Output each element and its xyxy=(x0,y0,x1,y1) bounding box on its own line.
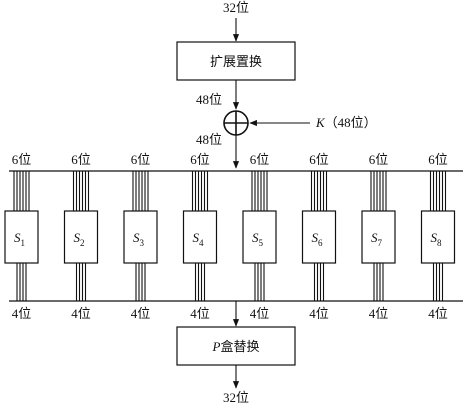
sbox-7: 6位 S7 4位 xyxy=(361,152,396,321)
sbox-3: 6位 S3 4位 xyxy=(123,152,158,321)
sbox-rect xyxy=(4,210,39,264)
sbox-name: S xyxy=(14,230,21,245)
sbox-rect xyxy=(123,210,158,264)
sbox-name: S xyxy=(252,230,259,245)
key-bits: （48位） xyxy=(325,115,377,130)
sbox-1: 6位 S1 4位 xyxy=(4,152,39,321)
bits-48-after-xor-label: 48位 xyxy=(196,132,222,147)
sbox-output-bits-label: 4位 xyxy=(428,306,448,321)
sbox-name: S xyxy=(133,230,140,245)
sbox-subscript: 5 xyxy=(259,238,264,248)
sbox-subscript: 2 xyxy=(80,238,85,248)
sbox-rect xyxy=(63,210,99,264)
sbox-output-bits-label: 4位 xyxy=(12,306,32,321)
sbox-name: S xyxy=(431,230,438,245)
sbox-rect xyxy=(361,210,396,264)
bits-48-before-xor-label: 48位 xyxy=(196,92,222,107)
sbox-5: 6位 S5 4位 xyxy=(242,152,277,321)
sbox-rect xyxy=(420,210,456,264)
xor-icon xyxy=(223,110,249,136)
p-box-rest: 盒替换 xyxy=(220,339,259,354)
sbox-label: S6 xyxy=(312,230,324,248)
sbox-name: S xyxy=(74,230,81,245)
sbox-input-bits-label: 6位 xyxy=(131,152,151,167)
key-variable: K xyxy=(315,115,326,130)
sbox-label: S8 xyxy=(431,230,443,248)
expansion-permutation-label: 扩展置换 xyxy=(210,54,262,69)
sbox-output-bits-label: 4位 xyxy=(250,306,270,321)
p-box-label: P盒替换 xyxy=(212,339,260,354)
sbox-name: S xyxy=(371,230,378,245)
sbox-name: S xyxy=(193,230,200,245)
sbox-name: S xyxy=(312,230,319,245)
input-bits-label: 32位 xyxy=(223,0,249,15)
sbox-subscript: 4 xyxy=(199,238,204,248)
sbox-input-bits-label: 6位 xyxy=(250,152,270,167)
sbox-label: S1 xyxy=(14,230,25,248)
sbox-output-bits-label: 4位 xyxy=(71,306,91,321)
sbox-label: S3 xyxy=(133,230,145,248)
sbox-label: S5 xyxy=(252,230,264,248)
sbox-output-bits-label: 4位 xyxy=(309,306,329,321)
sbox-6: 6位 S6 4位 xyxy=(301,152,337,321)
sbox-subscript: 8 xyxy=(437,238,442,248)
sbox-subscript: 3 xyxy=(140,238,145,248)
sbox-subscript: 1 xyxy=(21,238,26,248)
p-box xyxy=(176,326,296,366)
sbox-input-bits-label: 6位 xyxy=(309,152,329,167)
sbox-subscript: 6 xyxy=(318,238,323,248)
key-label: K（48位） xyxy=(315,115,377,130)
sbox-output-bits-label: 4位 xyxy=(190,306,210,321)
sbox-input-bits-label: 6位 xyxy=(12,152,32,167)
sbox-rect xyxy=(242,210,277,264)
sbox-rect xyxy=(182,210,218,264)
sbox-input-bits-label: 6位 xyxy=(428,152,448,167)
sbox-2: 6位 S2 4位 xyxy=(63,152,99,321)
sbox-8: 6位 S8 4位 xyxy=(420,152,456,321)
sbox-input-bits-label: 6位 xyxy=(369,152,389,167)
sbox-4: 6位 S4 4位 xyxy=(182,152,218,321)
p-box-variable: P xyxy=(212,339,221,354)
sbox-output-bits-label: 4位 xyxy=(131,306,151,321)
sbox-layer: 6位S14位6位S24位6位S34位6位S44位6位S54位6位S64位6位S7… xyxy=(4,152,456,321)
sbox-subscript: 7 xyxy=(378,238,383,248)
sbox-label: S4 xyxy=(193,230,205,248)
sbox-label: S7 xyxy=(371,230,383,248)
sbox-rect xyxy=(301,210,337,264)
sbox-input-bits-label: 6位 xyxy=(71,152,91,167)
output-bits-label: 32位 xyxy=(223,390,249,405)
sbox-output-bits-label: 4位 xyxy=(369,306,389,321)
sbox-label: S2 xyxy=(74,230,85,248)
sbox-input-bits-label: 6位 xyxy=(190,152,210,167)
